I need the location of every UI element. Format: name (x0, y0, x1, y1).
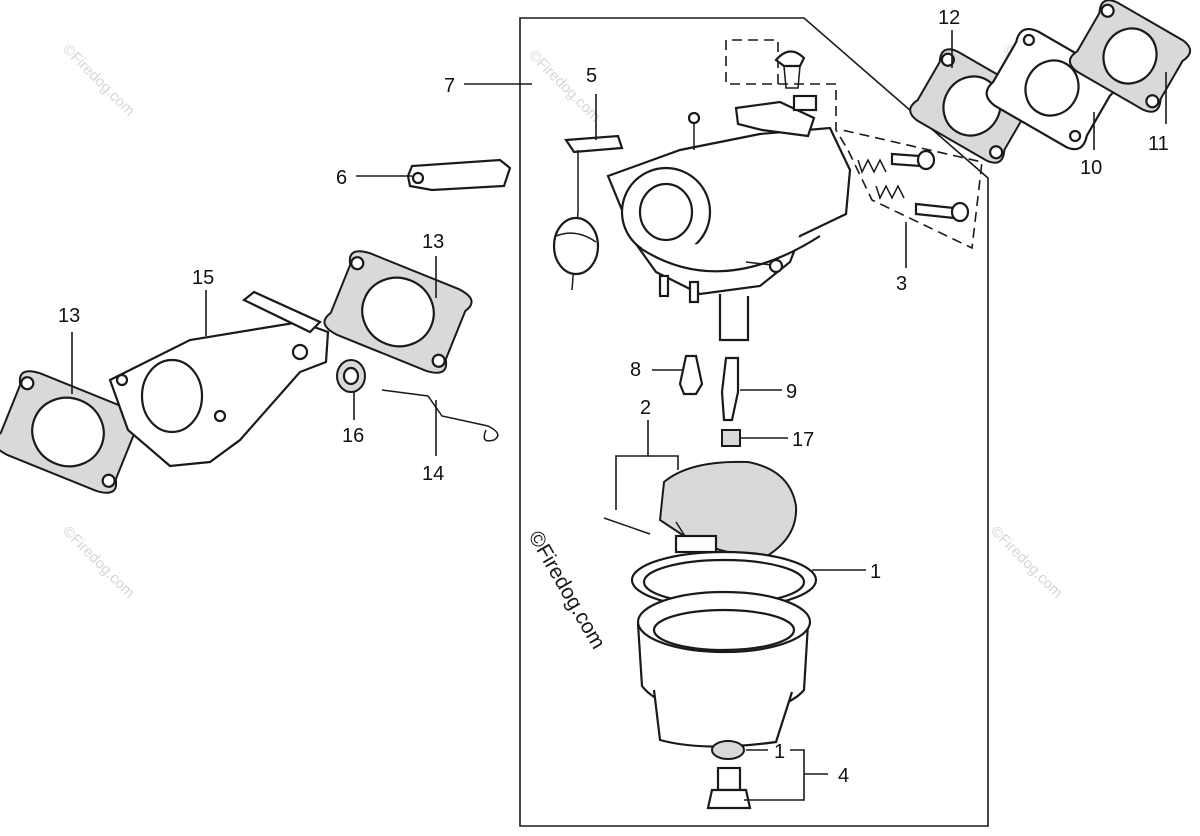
callout-8: 8 (630, 359, 641, 381)
callout-14: 14 (422, 463, 444, 485)
gasket-13-left (0, 370, 143, 494)
callout-3: 3 (896, 273, 907, 295)
choke-shaft-5 (552, 134, 624, 291)
callout-1-washer: 1 (774, 741, 785, 763)
callout-10: 10 (1080, 157, 1102, 179)
gasket-13-right (323, 250, 473, 374)
callout-11: 11 (1148, 133, 1169, 155)
bowl-gasket-1 (630, 550, 818, 610)
carburetor-body (606, 94, 852, 342)
float-bowl (636, 590, 812, 748)
spring-rod-14 (381, 389, 499, 442)
watermark-main: ©Firedog.com (524, 527, 610, 653)
callout-6: 6 (336, 167, 347, 189)
float-needle-8 (678, 354, 704, 396)
callout-16: 16 (342, 425, 364, 447)
callout-13-left: 13 (58, 305, 80, 327)
callout-2: 2 (640, 397, 651, 419)
jet-screws-3 (774, 50, 970, 223)
gasket-11 (1068, 0, 1192, 113)
drain-bolt-4 (706, 740, 752, 810)
main-jet-9 (720, 356, 740, 422)
float-2 (603, 460, 798, 562)
callout-7: 7 (444, 75, 455, 97)
watermark: ©Firedog.com (59, 523, 138, 602)
assembly-outline (519, 17, 989, 827)
callout-12: 12 (938, 7, 960, 29)
callout-4: 4 (838, 765, 849, 787)
jet-subassembly-box (778, 83, 983, 250)
lever-6 (406, 158, 512, 192)
nut-16 (336, 359, 366, 393)
callout-5: 5 (586, 65, 597, 87)
jet-subassembly-box (725, 39, 779, 85)
callout-1-gasket: 1 (870, 561, 881, 583)
watermark: ©Firedog.com (59, 41, 138, 120)
gasket-12 (909, 48, 1035, 164)
callout-15: 15 (192, 267, 214, 289)
watermark: ©Firedog.com (987, 523, 1066, 602)
elbow-plate-15 (108, 290, 330, 468)
callout-17: 17 (792, 429, 814, 451)
leader-lines (71, 30, 1167, 801)
jet-17 (721, 429, 741, 447)
callouts: 7 5 6 3 12 11 10 13 15 13 8 9 2 17 16 14… (58, 7, 1169, 787)
callout-13-right: 13 (422, 231, 444, 253)
callout-9: 9 (786, 381, 797, 403)
